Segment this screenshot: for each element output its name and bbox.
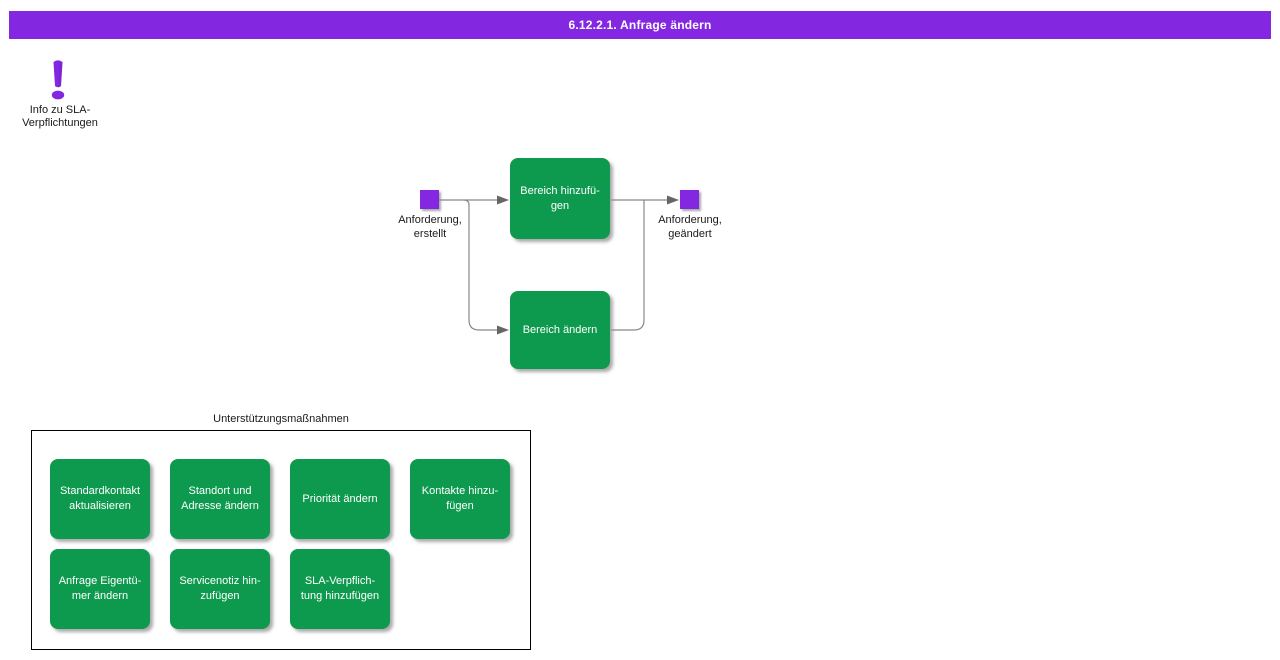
- info-note-label: Info zu SLA- Verpflichtungen: [22, 104, 98, 129]
- support-group-title: Unterstützungsmaßnahmen: [213, 413, 349, 425]
- start-state-label: Anforderung, erstellt: [398, 214, 462, 240]
- activity-standort-und-adresse-aendern[interactable]: Standort und Adresse ändern: [170, 459, 270, 539]
- activity-bereich-hinzufuegen[interactable]: Bereich hinzufü- gen: [510, 158, 610, 239]
- activity-label: Bereich ändern: [522, 323, 598, 336]
- activity-label: Kontakte hinzu- fügen: [421, 485, 499, 512]
- activity-label: Bereich hinzufü- gen: [520, 184, 600, 212]
- activity-prioritaet-aendern[interactable]: Priorität ändern: [290, 459, 390, 539]
- activity-label: Standort und Adresse ändern: [181, 485, 259, 512]
- activity-servicenotiz-hinzufuegen[interactable]: Servicenotiz hin- zufügen: [170, 549, 270, 629]
- arrowhead-into-change-area: [497, 325, 509, 335]
- activity-label: SLA-Verpflich- tung hinzufügen: [300, 575, 380, 602]
- activity-label: Standardkontakt aktualisieren: [59, 485, 141, 512]
- activity-sla-verpflichtung-hinzufuegen[interactable]: SLA-Verpflich- tung hinzufügen: [290, 549, 390, 629]
- start-state-square: [420, 190, 439, 209]
- page-title: 6.12.2.1. Anfrage ändern: [568, 18, 712, 32]
- arrowhead-into-add-area: [497, 195, 509, 205]
- activity-label: Priorität ändern: [302, 492, 378, 505]
- activity-anfrage-eigentuemer-aendern[interactable]: Anfrage Eigentü- mer ändern: [50, 549, 150, 629]
- activity-label: Anfrage Eigentü- mer ändern: [58, 575, 142, 602]
- end-state-square: [680, 190, 699, 209]
- activity-standardkontakt-aktualisieren[interactable]: Standardkontakt aktualisieren: [50, 459, 150, 539]
- activity-label: Servicenotiz hin- zufügen: [179, 575, 261, 602]
- exclamation-icon[interactable]: [44, 56, 76, 106]
- activity-bereich-aendern[interactable]: Bereich ändern: [510, 291, 610, 369]
- diagram-title-bar: 6.12.2.1. Anfrage ändern: [9, 11, 1271, 39]
- arrowhead-into-end-node: [667, 195, 679, 205]
- end-state-label: Anforderung, geändert: [658, 214, 722, 240]
- activity-kontakte-hinzufuegen[interactable]: Kontakte hinzu- fügen: [410, 459, 510, 539]
